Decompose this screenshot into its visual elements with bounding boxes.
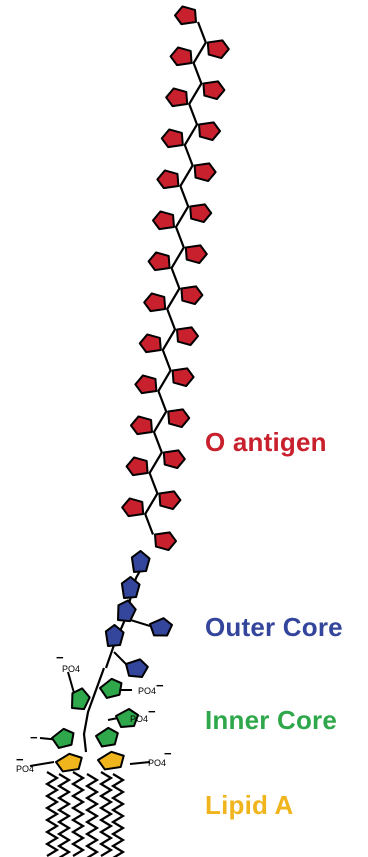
outer-core-sugar (117, 575, 141, 602)
o-antigen-sugar (147, 250, 174, 274)
phosphate-label: PO4 (130, 714, 148, 724)
fatty-acid-chain (113, 774, 123, 857)
o-antigen-sugar (178, 282, 205, 306)
o-antigen-sugar (138, 332, 165, 356)
inner-core-sugar (99, 677, 124, 699)
outer-core-sugar (127, 549, 151, 576)
o-antigen-sugar (164, 86, 191, 110)
fatty-acid-chain (47, 772, 57, 856)
o-antigen-sugar (164, 405, 191, 429)
phosphate-charge: − (30, 730, 38, 745)
o-antigen-sugar (129, 414, 156, 438)
lipid-a-sugar (97, 751, 124, 770)
fatty-acid-chain (87, 774, 97, 857)
o-antigen-sugar (125, 455, 152, 479)
o-antigen-sugar (173, 323, 200, 347)
polysaccharide-chain (40, 22, 206, 752)
outer-core-sugar (149, 617, 172, 637)
phosphate-charge: − (156, 678, 164, 693)
phosphate-label: PO4 (148, 758, 166, 768)
o-antigen-sugar (186, 200, 213, 224)
phosphate-charge: − (56, 650, 64, 665)
o-antigen-sugar (191, 159, 218, 183)
o-antigen-sugar (151, 209, 178, 233)
o-antigen-label: O antigen (205, 427, 327, 458)
phosphate-label: PO4 (138, 686, 156, 696)
o-antigen-sugar (195, 118, 222, 142)
o-antigen-sugar (151, 528, 178, 552)
lipid-a-sugar (55, 753, 82, 772)
o-antigen-sugar (182, 241, 209, 265)
outer-core-sugars (101, 549, 172, 679)
o-antigen-sugar (156, 487, 183, 511)
inner-core-sugar (95, 727, 118, 747)
fatty-acid-chain (101, 772, 111, 856)
o-antigen-sugar (204, 36, 231, 60)
o-antigen-sugar (160, 127, 187, 151)
fatty-acid-chain (73, 772, 83, 856)
o-antigen-sugar (169, 364, 196, 388)
lipid-a-label: Lipid A (205, 790, 294, 821)
o-antigen-sugar (155, 168, 182, 192)
o-antigen-sugar (133, 373, 160, 397)
o-antigen-sugar (160, 446, 187, 470)
o-antigen-sugar (169, 45, 196, 69)
outer-core-label: Outer Core (205, 612, 343, 643)
phosphate-link (130, 762, 150, 764)
o-antigen-sugar (120, 496, 147, 520)
inner-core-sugars (51, 677, 138, 749)
phosphate-labels: − PO4 − PO4 − PO4 − − PO4 − PO4 (16, 650, 172, 774)
phosphate-label: PO4 (62, 664, 80, 674)
inner-core-sugar (51, 727, 76, 749)
o-antigen-sugar (173, 4, 200, 28)
lipid-a-group (30, 751, 150, 857)
o-antigen-sugar (200, 77, 227, 101)
inner-core-label: Inner Core (205, 705, 337, 736)
fatty-acid-chain (59, 774, 69, 857)
phosphate-charge: − (148, 704, 156, 719)
outer-core-sugar (124, 657, 149, 679)
phosphate-label: PO4 (16, 764, 34, 774)
o-antigen-sugar (142, 291, 169, 315)
